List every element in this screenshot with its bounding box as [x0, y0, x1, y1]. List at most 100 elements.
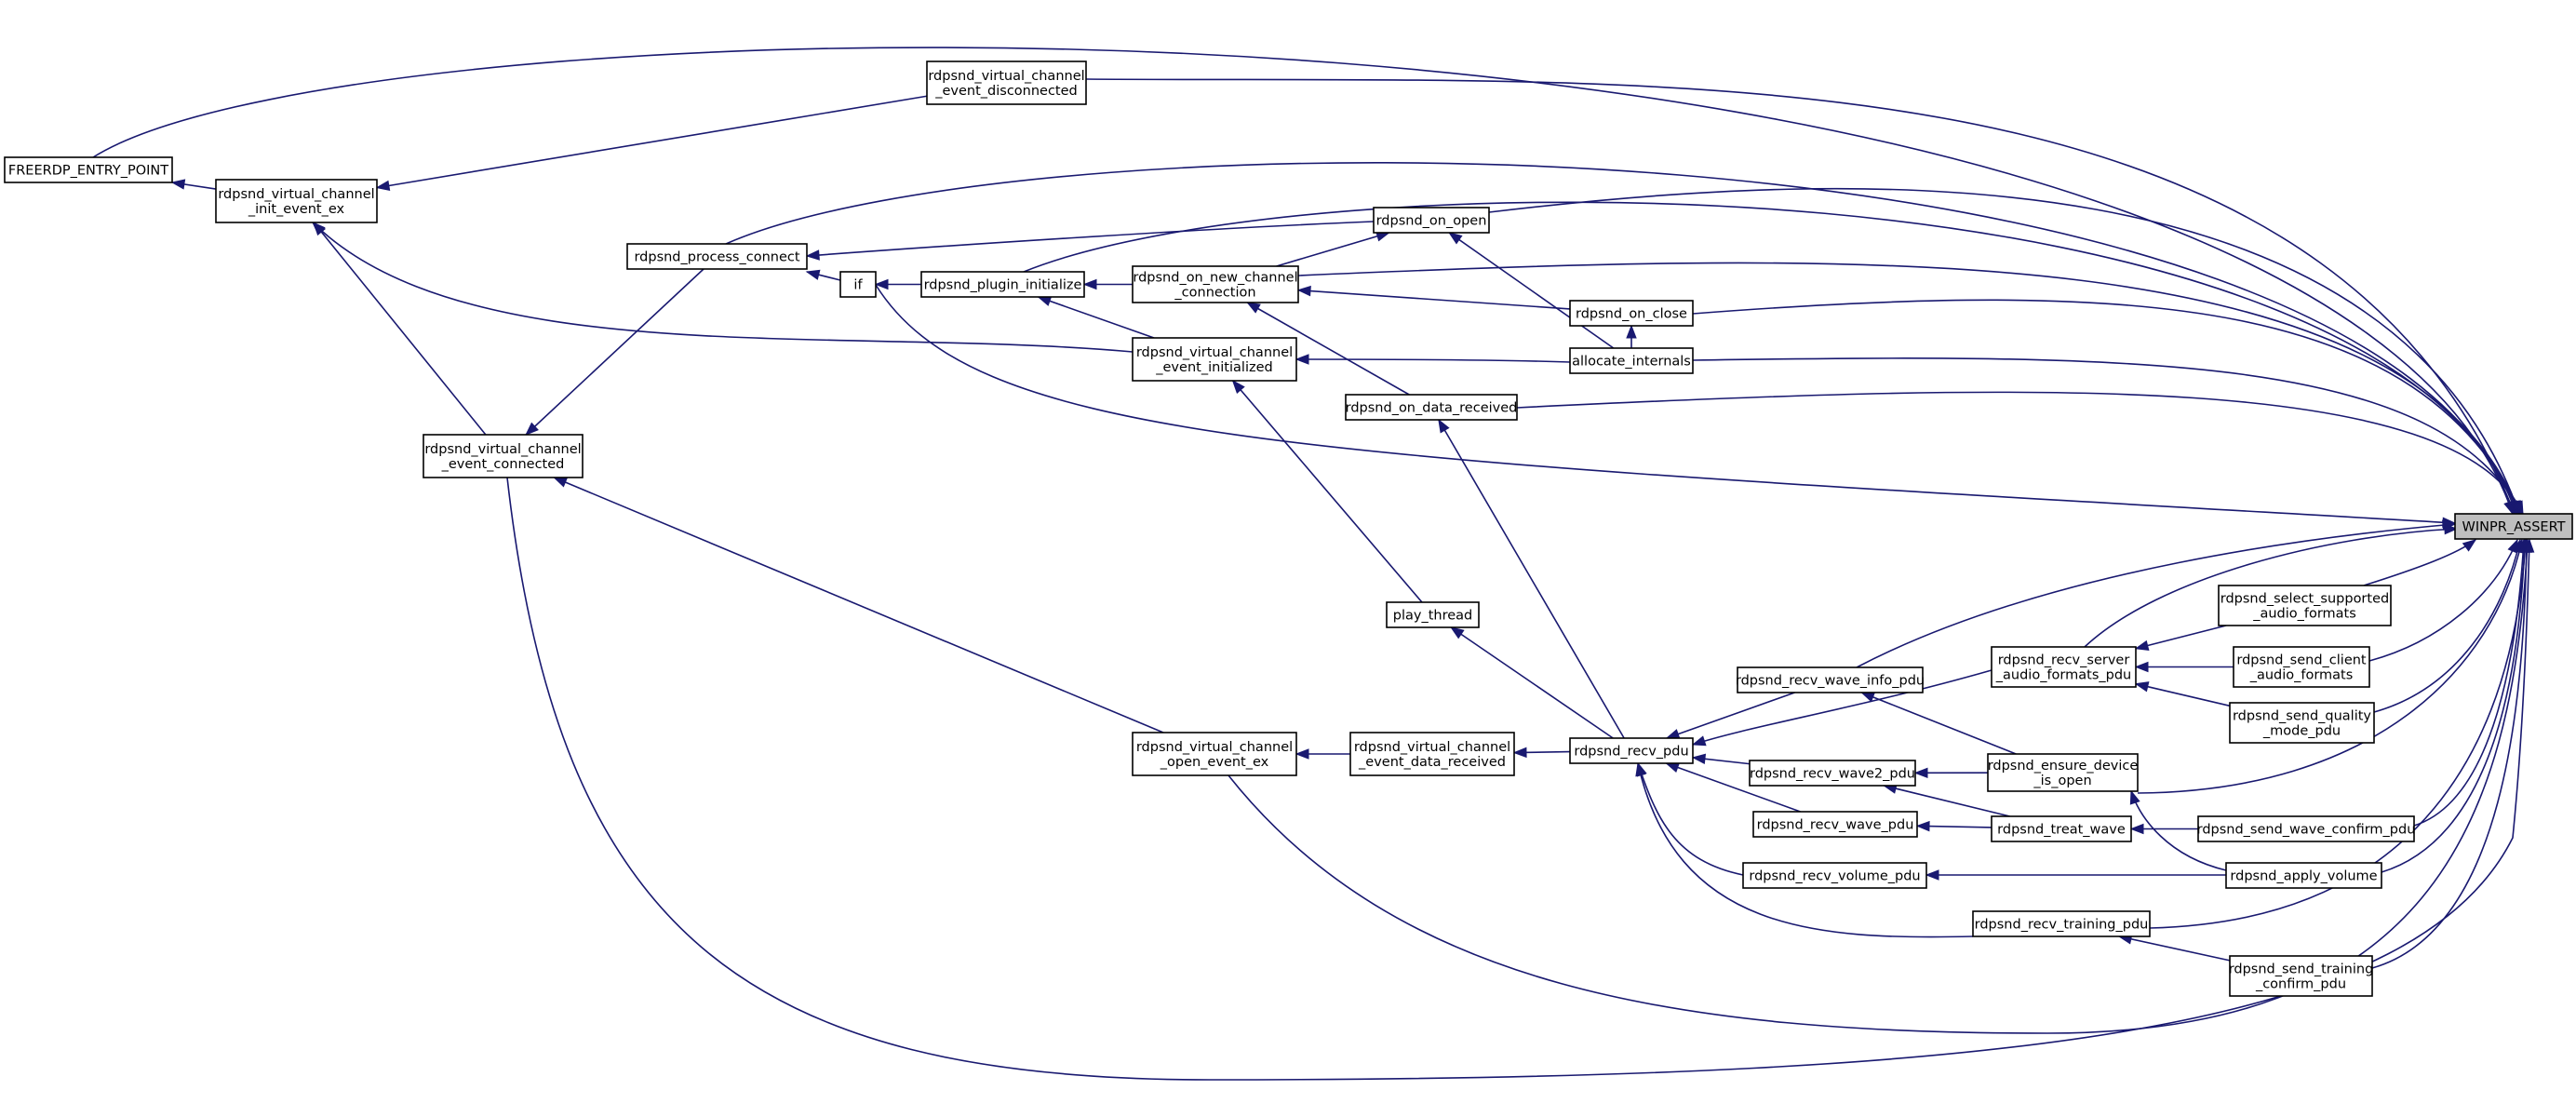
arrowhead-allocate_internals-to-event_initialized — [1295, 354, 1309, 365]
edge-on_close-to-on_new_channel_connection — [1297, 289, 1571, 310]
node-box — [1991, 815, 2132, 842]
node-label: rdpsnd_recv_server — [1998, 653, 2130, 668]
node-plugin-initialize[interactable]: rdpsnd_plugin_initialize — [920, 271, 1085, 298]
node-label: allocate_internals — [1572, 355, 1691, 370]
node-box — [423, 434, 584, 478]
edge-send_client_audio_formats-to-winpr_assert — [2368, 539, 2518, 662]
edge-recv_server_audio_formats_pdu-to-recv_pdu — [1692, 669, 1992, 746]
node-box — [1373, 207, 1490, 234]
node-apply-volume[interactable]: rdpsnd_apply_volume — [2225, 862, 2382, 889]
node-box — [1987, 753, 2139, 792]
edge-process_connect-to-event_connected — [525, 268, 704, 436]
node-recv-training-pdu[interactable]: rdpsnd_recv_training_pdu — [1972, 910, 2151, 937]
arrowhead-send_client_audio_formats-to-recv_server_audio_formats_pdu — [2134, 661, 2149, 673]
edge-if_node-to-winpr_assert — [875, 284, 2456, 524]
node-freerdp-entry-point[interactable]: FREERDP_ENTRY_POINT — [4, 156, 173, 183]
node-send-training-confirm-pdu[interactable]: rdpsnd_send_training_confirm_pdu — [2229, 955, 2374, 997]
arrowhead-on_close-to-on_new_channel_connection — [1296, 285, 1311, 297]
node-box — [1991, 646, 2137, 688]
node-label: rdpsnd_virtual_channel — [1136, 740, 1293, 755]
arrowhead-recv_server_audio_formats_pdu-to-winpr_assert — [2444, 523, 2459, 535]
node-open-event-ex[interactable]: rdpsnd_virtual_channel_open_event_ex — [1132, 732, 1297, 776]
node-process-connect[interactable]: rdpsnd_process_connect — [626, 243, 808, 270]
edge-on_new_channel_connection-to-on_open — [1276, 232, 1389, 267]
edge-send_training_confirm_pdu-to-recv_training_pdu — [2118, 935, 2231, 962]
arrowhead-if_node-to-process_connect — [805, 269, 821, 280]
node-box — [2197, 815, 2415, 842]
node-init-event-ex[interactable]: rdpsnd_virtual_channel_init_event_ex — [215, 179, 378, 223]
arrowhead-apply_volume-to-recv_volume_pdu — [1925, 869, 1939, 881]
node-label: if — [853, 278, 863, 293]
node-on-close[interactable]: rdpsnd_on_close — [1569, 300, 1694, 327]
arrowhead-send_wave_confirm_pdu-to-treat_wave — [2129, 823, 2144, 835]
arrowhead-allocate_internals-to-on_close — [1626, 324, 1637, 339]
node-label: rdpsnd_virtual_channel — [218, 187, 374, 202]
node-label: rdpsnd_on_close — [1576, 307, 1687, 322]
node-label: rdpsnd_recv_wave2_pdu — [1750, 767, 1915, 782]
node-label: rdpsnd_on_open — [1376, 214, 1487, 229]
node-recv-wave2-pdu[interactable]: rdpsnd_recv_wave2_pdu — [1749, 760, 1916, 787]
edge-on_open-to-winpr_assert — [1488, 187, 2520, 515]
node-label: rdpsnd_treat_wave — [1997, 823, 2126, 838]
node-recv-wave-info-pdu[interactable]: rdpsnd_recv_wave_info_pdu — [1736, 666, 1925, 693]
node-on-data-received[interactable]: rdpsnd_on_data_received — [1345, 394, 1518, 421]
edge-plugin_initialize-to-winpr_assert — [1023, 201, 2519, 515]
arrowhead-on_new_channel_connection-to-plugin_initialize — [1082, 278, 1097, 290]
node-play-thread[interactable]: play_thread — [1386, 601, 1480, 628]
node-event-initialized[interactable]: rdpsnd_virtual_channel_event_initialized — [1132, 337, 1297, 382]
node-label: rdpsnd_apply_volume — [2230, 869, 2377, 884]
arrowhead-recv_pdu-to-play_thread — [1450, 626, 1465, 639]
node-recv-volume-pdu[interactable]: rdpsnd_recv_volume_pdu — [1742, 862, 1927, 889]
arrowhead-recv_training_pdu-to-recv_pdu — [1635, 761, 1646, 777]
node-select-supported-audio-formats[interactable]: rdpsnd_select_supported_audio_formats — [2218, 585, 2392, 626]
node-label: rdpsnd_plugin_initialize — [924, 278, 1082, 293]
arrowhead-recv_server_audio_formats_pdu-to-recv_pdu — [1691, 735, 1707, 747]
node-label: WINPR_ASSERT — [2462, 520, 2566, 535]
node-label: _connection — [1174, 286, 1255, 301]
edge-recv_wave_pdu-to-recv_pdu — [1666, 762, 1801, 813]
edge-select_supported_audio_formats-to-winpr_assert — [2363, 539, 2476, 586]
arrowhead-select_supported_audio_formats-to-winpr_assert — [2462, 539, 2477, 552]
node-send-quality-mode-pdu[interactable]: rdpsnd_send_quality_mode_pdu — [2229, 702, 2375, 744]
node-label: _init_event_ex — [248, 202, 345, 217]
arrowhead-on_data_received-to-winpr_assert — [2513, 500, 2524, 516]
node-on-open[interactable]: rdpsnd_on_open — [1373, 207, 1490, 234]
node-box — [1972, 910, 2151, 937]
node-box — [1349, 732, 1515, 776]
edge-allocate_internals-to-event_initialized — [1295, 358, 1571, 363]
node-label: rdpsnd_virtual_channel — [928, 69, 1084, 84]
node-label: rdpsnd_process_connect — [634, 250, 799, 265]
node-recv-server-audio-formats-pdu[interactable]: rdpsnd_recv_server_audio_formats_pdu — [1991, 646, 2137, 688]
node-event-data-received[interactable]: rdpsnd_virtual_channel_event_data_receiv… — [1349, 732, 1515, 776]
edge-recv_training_pdu-to-winpr_assert — [2149, 539, 2527, 929]
edge-send_training_confirm_pdu-to-winpr_assert — [2371, 539, 2528, 969]
node-on-new-channel-connection[interactable]: rdpsnd_on_new_channel_connection — [1132, 265, 1299, 303]
node-winpr-assert[interactable]: WINPR_ASSERT — [2454, 513, 2573, 540]
node-ensure-device-is-open[interactable]: rdpsnd_ensure_device_is_open — [1987, 753, 2139, 792]
node-event-disconnected[interactable]: rdpsnd_virtual_channel_event_disconnecte… — [926, 61, 1087, 105]
node-treat-wave[interactable]: rdpsnd_treat_wave — [1991, 815, 2132, 842]
node-send-client-audio-formats[interactable]: rdpsnd_send_client_audio_formats — [2233, 646, 2370, 688]
node-box — [626, 243, 808, 270]
node-label: _event_connected — [441, 457, 565, 472]
node-recv-pdu[interactable]: rdpsnd_recv_pdu — [1569, 737, 1694, 764]
edge-on_close-to-winpr_assert — [1692, 299, 2522, 515]
arrowhead-event_initialized-to-plugin_initialize — [1037, 296, 1053, 306]
node-box — [1132, 265, 1299, 303]
arrowhead-select_supported_audio_formats-to-recv_server_audio_formats_pdu — [2134, 639, 2150, 651]
node-label: rdpsnd_on_new_channel — [1133, 271, 1297, 286]
arrowhead-event_connected-to-winpr_assert — [2523, 538, 2535, 553]
node-recv-wave-pdu[interactable]: rdpsnd_recv_wave_pdu — [1752, 811, 1918, 838]
arrowhead-recv_wave_info_pdu-to-recv_pdu — [1665, 729, 1681, 739]
node-label: _is_open — [2033, 774, 2091, 788]
node-send-wave-confirm-pdu[interactable]: rdpsnd_send_wave_confirm_pdu — [2197, 815, 2416, 842]
node-event-connected[interactable]: rdpsnd_virtual_channel_event_connected — [423, 434, 584, 478]
node-label: rdpsnd_recv_training_pdu — [1975, 918, 2149, 933]
edge-process_connect-to-winpr_assert — [725, 162, 2517, 515]
node-allocate-internals[interactable]: allocate_internals — [1569, 347, 1694, 374]
node-box — [1132, 732, 1297, 776]
node-label: _open_event_ex — [1160, 755, 1269, 770]
node-label: _audio_formats_pdu — [1995, 668, 2131, 683]
node-if-node[interactable]: if — [839, 271, 877, 298]
